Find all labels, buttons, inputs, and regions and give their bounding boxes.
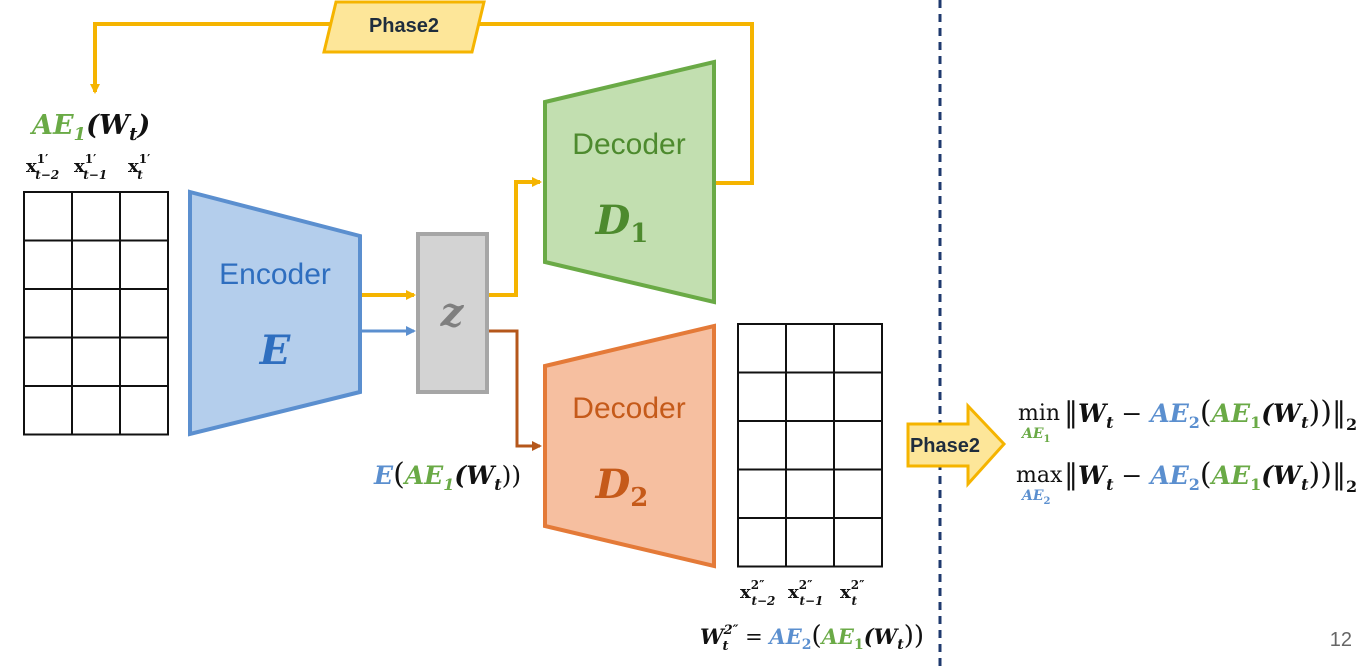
page-number: 12: [1330, 629, 1352, 651]
input-column-label: x1′t−1: [74, 152, 107, 182]
objective-min-expression: ‖Wt − AE2(AE1(Wt))‖2: [1064, 395, 1357, 434]
latent-block: z: [416, 232, 489, 394]
matrix-cell: [71, 336, 121, 387]
encoder-block: Encoder E: [188, 189, 362, 437]
phase2-feedback-arrow: [90, 22, 754, 185]
latent-symbol: z: [440, 289, 465, 336]
matrix-cell: [71, 239, 121, 290]
decoder1-title: Decoder: [572, 128, 685, 161]
output-formula: W2″t = AE2(AE1(Wt)): [700, 621, 924, 654]
decoder2-symbol: D2: [595, 461, 649, 513]
matrix-cell: [833, 371, 883, 422]
matrix-cell: [833, 468, 883, 519]
objective-min-subscript: AE1: [1020, 426, 1051, 445]
matrix-cell: [23, 385, 73, 436]
matrix-cell: [119, 191, 169, 242]
matrix-cell: [119, 288, 169, 339]
decoder2-title: Decoder: [572, 392, 685, 425]
matrix-cell: [833, 323, 883, 374]
matrix-cell: [785, 468, 835, 519]
encoder-to-latent-arrows: [362, 290, 416, 336]
matrix-cell: [737, 323, 787, 374]
phase2-top-label: Phase2: [369, 15, 439, 37]
matrix-cell: [119, 385, 169, 436]
objective-max: max AE2 ‖Wt − AE2(AE1(Wt))‖2: [1016, 457, 1357, 507]
input-column-label: x1′t−2: [26, 152, 59, 182]
encoder-symbol: E: [259, 327, 291, 374]
decoder2-block: Decoder D2: [543, 323, 716, 569]
matrix-cell: [23, 288, 73, 339]
matrix-cell: [119, 336, 169, 387]
output-column-label: x2″t: [840, 578, 865, 608]
objective-max-expression: ‖Wt − AE2(AE1(Wt))‖2: [1064, 457, 1357, 496]
output-column-label: x2″t−2: [740, 578, 775, 608]
objective-max-subscript: AE2: [1020, 488, 1051, 507]
matrix-cell: [785, 517, 835, 568]
phase2-right-arrow: Phase2: [906, 402, 1007, 488]
input-matrix-title: AE1(Wt): [29, 110, 150, 145]
matrix-cell: [23, 336, 73, 387]
matrix-cell: [737, 468, 787, 519]
latent-to-decoder1-arrow: [489, 177, 542, 297]
phase2-top-tag: Phase2: [322, 0, 486, 54]
matrix-cell: [71, 288, 121, 339]
input-column-label: x1′t: [128, 152, 150, 182]
input-column-labels: x1′t−2 x1′t−1 x1′t: [26, 152, 150, 182]
matrix-cell: [833, 420, 883, 471]
output-matrix-grid: [737, 323, 883, 568]
matrix-cell: [833, 517, 883, 568]
output-column-labels: x2″t−2 x2″t−1 x2″t: [740, 578, 865, 608]
decoder1-symbol: D1: [595, 197, 649, 249]
objective-max-operator: max: [1016, 463, 1063, 488]
matrix-cell: [71, 191, 121, 242]
matrix-cell: [119, 239, 169, 290]
latent-to-decoder2-arrow: [489, 329, 542, 451]
matrix-cell: [737, 371, 787, 422]
output-column-label: x2″t−1: [788, 578, 823, 608]
matrix-cell: [23, 239, 73, 290]
encoder-output-label: E(AE1(Wt)): [373, 457, 521, 494]
matrix-cell: [785, 323, 835, 374]
objective-min: min AE1 ‖Wt − AE2(AE1(Wt))‖2: [1018, 395, 1357, 445]
decoder1-block: Decoder D1: [543, 59, 716, 305]
matrix-cell: [737, 517, 787, 568]
input-matrix-grid: [23, 191, 169, 436]
matrix-cell: [23, 191, 73, 242]
matrix-cell: [737, 420, 787, 471]
matrix-cell: [785, 420, 835, 471]
encoder-title: Encoder: [219, 258, 331, 291]
objective-min-operator: min: [1018, 401, 1060, 426]
phase2-right-label: Phase2: [910, 435, 980, 457]
matrix-cell: [785, 371, 835, 422]
matrix-cell: [71, 385, 121, 436]
